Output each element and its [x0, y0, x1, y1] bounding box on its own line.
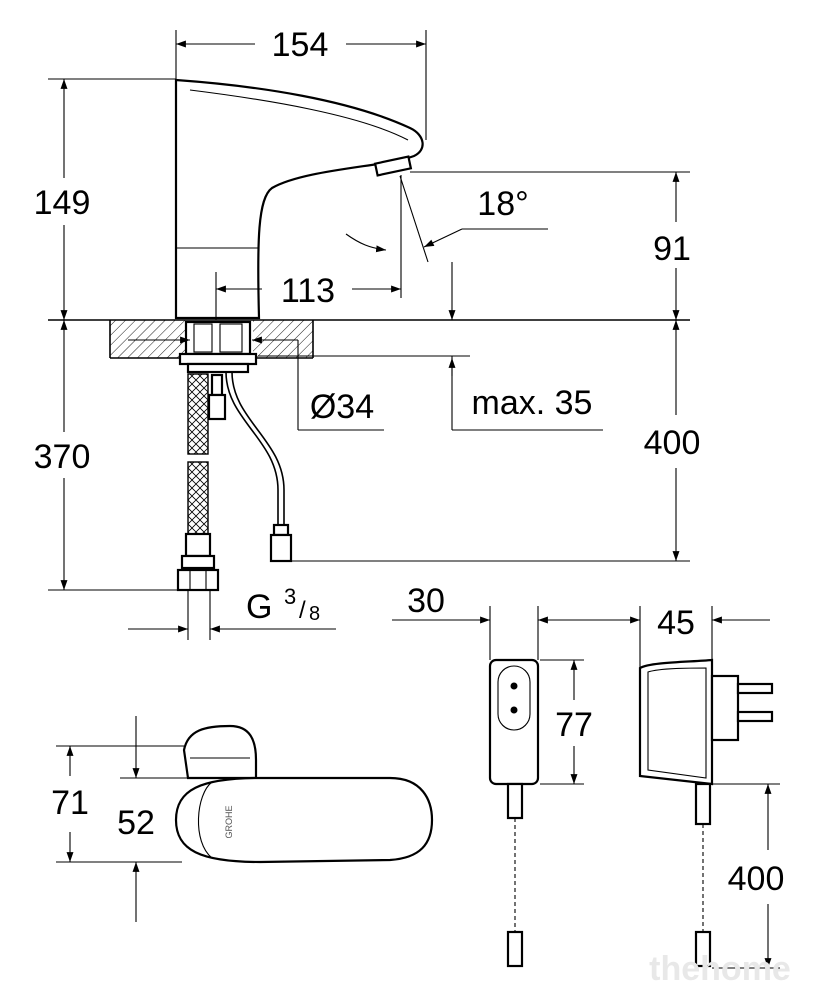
svg-text:/: / — [299, 597, 306, 624]
dimension-angle-18: 18° — [345, 175, 548, 263]
dimension-113-label: 113 — [281, 272, 335, 310]
faucet-top-view: GROHE — [174, 724, 434, 864]
plug-pin — [736, 682, 774, 695]
dimension-71-label: 71 — [51, 784, 89, 822]
sensor-cable — [207, 371, 293, 563]
dimension-dia-label: Ø34 — [310, 388, 374, 426]
dimension-400-cable: 400 — [290, 320, 701, 562]
dimension-400-adapter-label: 400 — [728, 860, 785, 898]
thread-den-label: 8 — [309, 603, 320, 625]
dimension-77: 77 — [540, 659, 593, 785]
dimension-113: 113 — [215, 175, 402, 320]
dimension-400-cable-label: 400 — [644, 424, 701, 462]
dimension-77-label: 77 — [555, 706, 593, 744]
dimension-45-label: 45 — [657, 604, 695, 642]
dimension-angle-label: 18° — [477, 185, 528, 223]
dimension-30: 30 — [392, 582, 624, 660]
dimension-370: 370 — [34, 320, 184, 591]
mounting-surface — [48, 319, 690, 359]
thread-g-label: G — [246, 588, 272, 626]
supply-hose — [176, 373, 220, 592]
mounting-fitting — [178, 320, 258, 374]
dimension-dia-34: Ø34 — [128, 336, 384, 431]
sensor-outlet — [373, 155, 413, 177]
dimension-149: 149 — [34, 78, 176, 320]
power-adapter-side — [638, 658, 774, 968]
faucet-side-view — [174, 78, 424, 320]
dimension-91-label: 91 — [653, 230, 691, 268]
dimension-max-label: max. 35 — [472, 384, 593, 422]
dimension-149-label: 149 — [34, 184, 91, 222]
dimension-400-adapter: 400 — [712, 783, 785, 969]
dimension-max-35: max. 35 — [258, 355, 603, 431]
dimension-thread: G 3 / 8 — [128, 584, 336, 640]
dimension-154: 154 — [175, 26, 427, 140]
plug-pin-hole — [510, 706, 518, 714]
plug-pin-hole — [510, 682, 518, 690]
dimension-370-label: 370 — [34, 438, 91, 476]
watermark: thehome — [649, 950, 791, 988]
power-adapter-front — [488, 658, 540, 968]
dimension-71-52: 71 52 — [51, 716, 188, 922]
dimension-154-label: 154 — [272, 26, 329, 64]
dimension-52-label: 52 — [117, 804, 155, 842]
plug-pin — [736, 710, 774, 723]
thread-num-label: 3 — [284, 584, 296, 609]
dimension-91: 91 — [410, 171, 691, 320]
dimension-45: 45 — [600, 604, 770, 668]
grohe-logo: GROHE — [224, 805, 234, 838]
dimension-30-label: 30 — [407, 582, 445, 620]
